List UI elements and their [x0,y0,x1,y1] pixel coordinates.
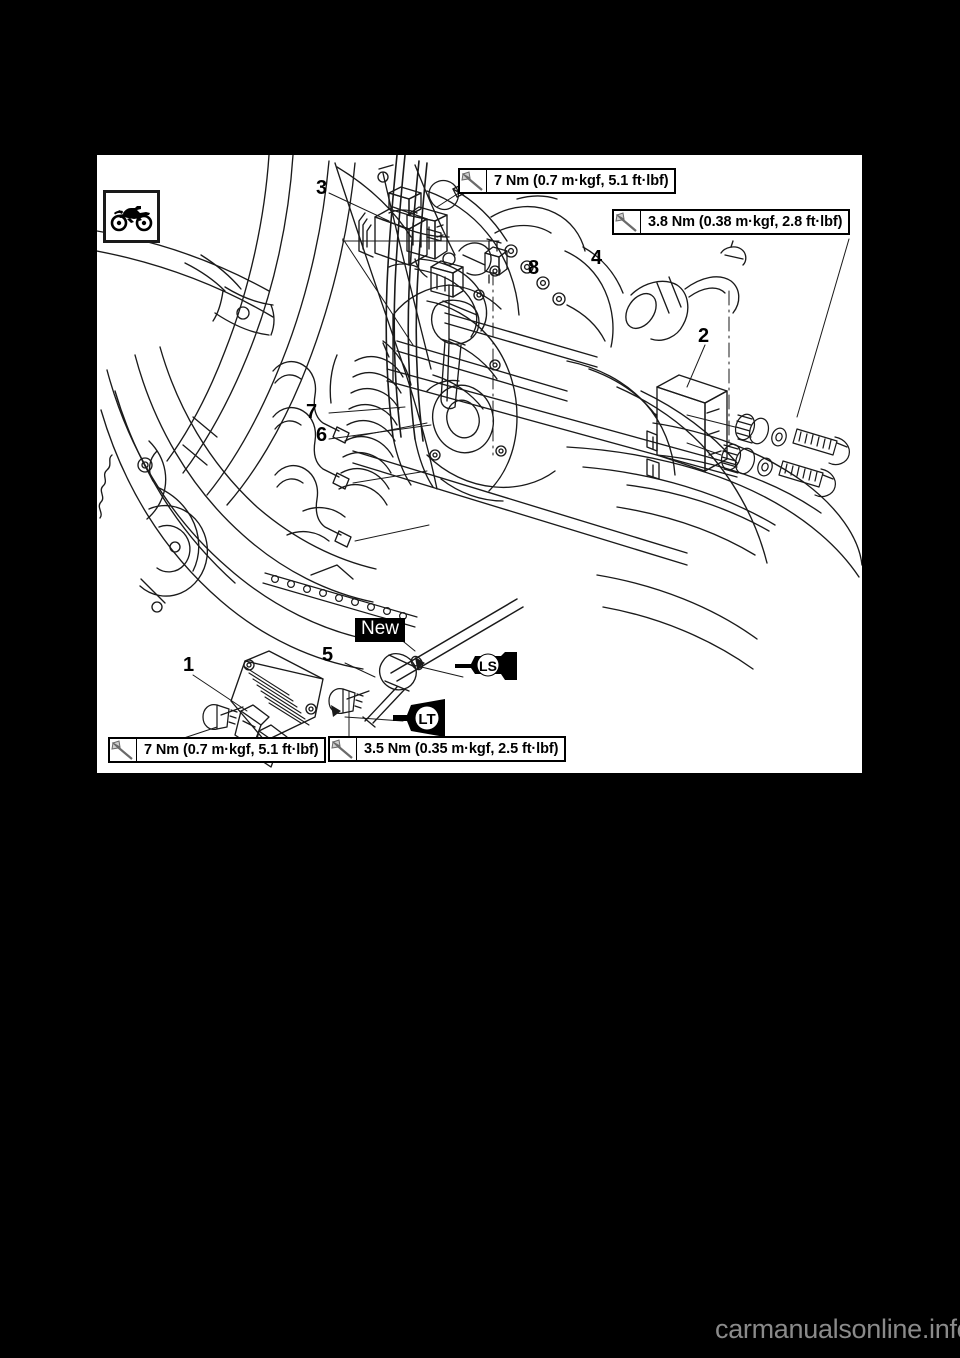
callout-number-5: 5 [322,644,334,666]
motorcycle-model-icon [103,190,160,243]
torque-spec-text: 3.5 Nm (0.35 m·kgf, 2.5 ft·lbf) [364,741,559,757]
lube-ls-text: LS [479,658,497,674]
site-watermark: carmanualsonline.info [715,1314,960,1344]
torque-spec-box-4: 3.5 Nm (0.35 m·kgf, 2.5 ft·lbf) [328,736,567,762]
callout-number-7: 7 [306,401,318,423]
torque-wrench-icon [110,739,137,761]
callout-number-4: 4 [591,247,603,269]
callout-number-6: 6 [316,424,328,446]
callout-number-1: 1 [183,654,195,676]
callout-number-2: 2 [698,325,710,347]
illustration-plate: New LS LT [97,155,862,773]
torque-spec-box-1: 7 Nm (0.7 m·kgf, 5.1 ft·lbf) [458,168,677,194]
torque-wrench-icon [330,738,357,760]
motorcycle-assembly-linework [97,155,862,768]
torque-spec-text: 7 Nm (0.7 m·kgf, 5.1 ft·lbf) [494,173,669,189]
torque-spec-box-2: 3.8 Nm (0.38 m·kgf, 2.8 ft·lbf) [612,209,851,235]
lube-lt-text: LT [418,711,435,728]
torque-wrench-icon [614,211,641,233]
new-part-label: New [355,618,406,642]
torque-spec-text: 7 Nm (0.7 m·kgf, 5.1 ft·lbf) [144,742,319,758]
torque-wrench-icon [460,170,487,192]
callout-number-8: 8 [528,257,540,279]
off-road-motorcycle-icon [110,205,152,231]
torque-spec-text: 3.8 Nm (0.38 m·kgf, 2.8 ft·lbf) [648,214,843,230]
callout-number-3: 3 [316,177,328,199]
torque-spec-box-3: 7 Nm (0.7 m·kgf, 5.1 ft·lbf) [108,737,327,763]
